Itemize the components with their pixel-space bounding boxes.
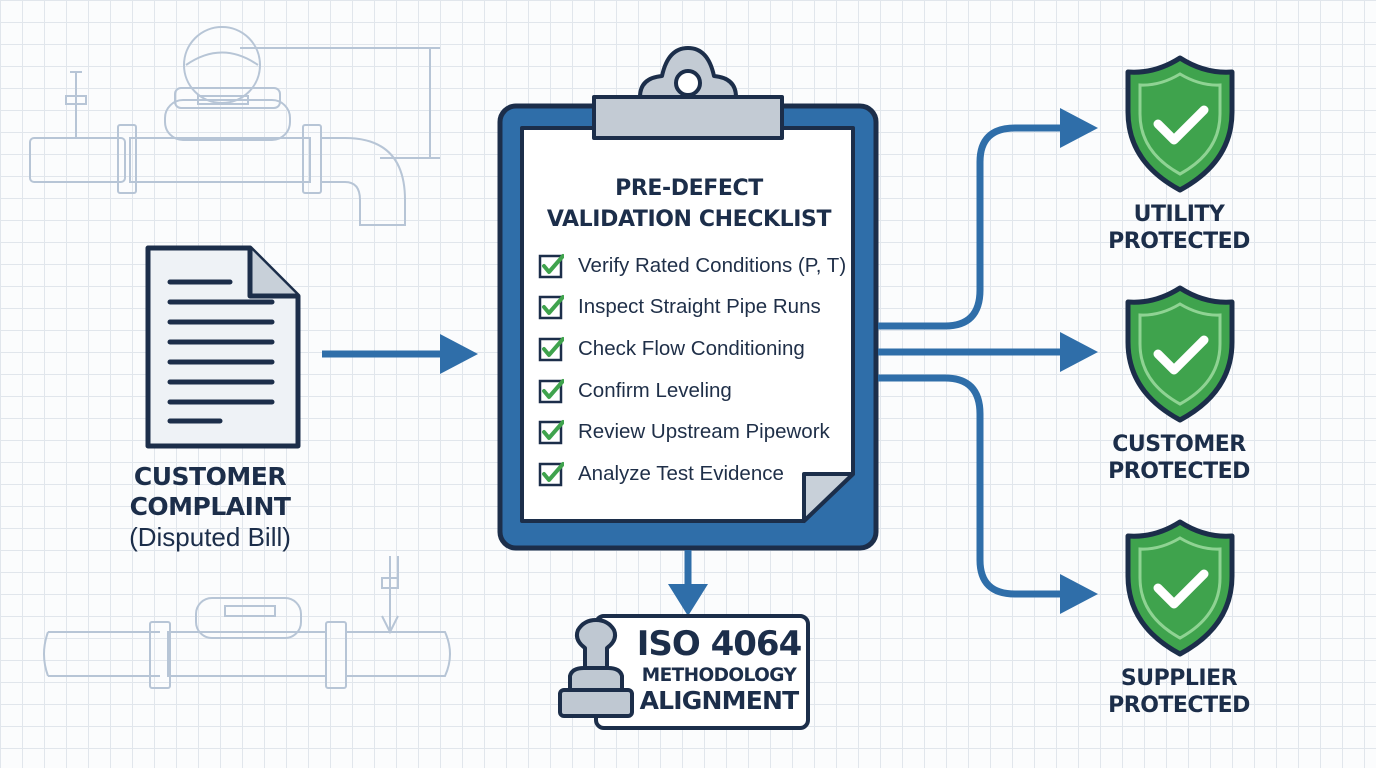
checklist-item-label: Verify Rated Conditions (P, T) [578, 253, 847, 277]
checklist-item-label: Inspect Straight Pipe Runs [578, 295, 821, 319]
arrow-complaint-to-checklist [322, 334, 478, 374]
outcome-line-1: UTILITY [1133, 202, 1225, 227]
arrowheads-to-outcomes [1060, 108, 1098, 614]
outcome-line-2: PROTECTED [1108, 229, 1250, 254]
checklist-item: Verify Rated Conditions (P, T) [538, 245, 858, 287]
checklist-item-label: Confirm Leveling [578, 378, 732, 402]
outcome-line-1: SUPPLIER [1120, 666, 1238, 691]
checklist-item: Confirm Leveling [538, 370, 858, 412]
checklist-item-label: Check Flow Conditioning [578, 336, 805, 360]
clipboard-icon [497, 46, 879, 551]
checkbox-checked-icon [538, 420, 564, 445]
checklist-title-line-1: PRE-DEFECT [615, 176, 763, 201]
outcome-supplier-label: SUPPLIER PROTECTED [1084, 665, 1274, 719]
stamp-icon [558, 618, 634, 718]
arrows-to-outcomes [878, 124, 1068, 598]
complaint-line-2: COMPLAINT [129, 492, 291, 521]
outcome-customer-label: CUSTOMER PROTECTED [1084, 431, 1274, 485]
checklist-item-label: Review Upstream Pipework [578, 420, 830, 444]
checklist: Verify Rated Conditions (P, T) Inspect S… [538, 245, 858, 495]
water-meter-sketch-top [29, 26, 440, 226]
checkbox-checked-icon [538, 295, 564, 320]
iso-line-3: ALIGNMENT [639, 686, 800, 715]
outcome-line-2: PROTECTED [1108, 459, 1250, 484]
arrow-checklist-to-iso [668, 550, 708, 616]
complaint-line-1: CUSTOMER [133, 462, 287, 491]
customer-complaint-label: CUSTOMER COMPLAINT (Disputed Bill) [110, 462, 310, 552]
checklist-item-label: Analyze Test Evidence [578, 461, 784, 485]
complaint-subtitle: (Disputed Bill) [129, 522, 291, 552]
checklist-item: Analyze Test Evidence [538, 453, 858, 495]
checklist-item: Check Flow Conditioning [538, 328, 858, 370]
outcome-utility-label: UTILITY PROTECTED [1084, 201, 1274, 255]
iso-line-2: METHODOLOGY [641, 665, 797, 686]
shield-check-icon [1125, 55, 1235, 193]
outcome-line-1: CUSTOMER [1112, 432, 1246, 457]
checkbox-checked-icon [538, 253, 564, 279]
checklist-title: PRE-DEFECT VALIDATION CHECKLIST [526, 173, 852, 235]
checkbox-checked-icon [538, 378, 564, 403]
checkbox-checked-icon [538, 461, 564, 487]
checkbox-checked-icon [538, 336, 564, 362]
checklist-title-line-2: VALIDATION CHECKLIST [546, 207, 832, 232]
shield-check-icon [1125, 519, 1235, 657]
checklist-item: Inspect Straight Pipe Runs [538, 287, 858, 329]
document-icon [145, 245, 301, 449]
shield-check-icon [1125, 285, 1235, 423]
checklist-item: Review Upstream Pipework [538, 411, 858, 453]
outcome-line-2: PROTECTED [1108, 693, 1250, 718]
iso-badge-text: ISO 4064 METHODOLOGY ALIGNMENT [636, 624, 803, 715]
iso-standard: ISO 4064 [636, 624, 803, 664]
water-meter-sketch-bottom [43, 556, 451, 689]
